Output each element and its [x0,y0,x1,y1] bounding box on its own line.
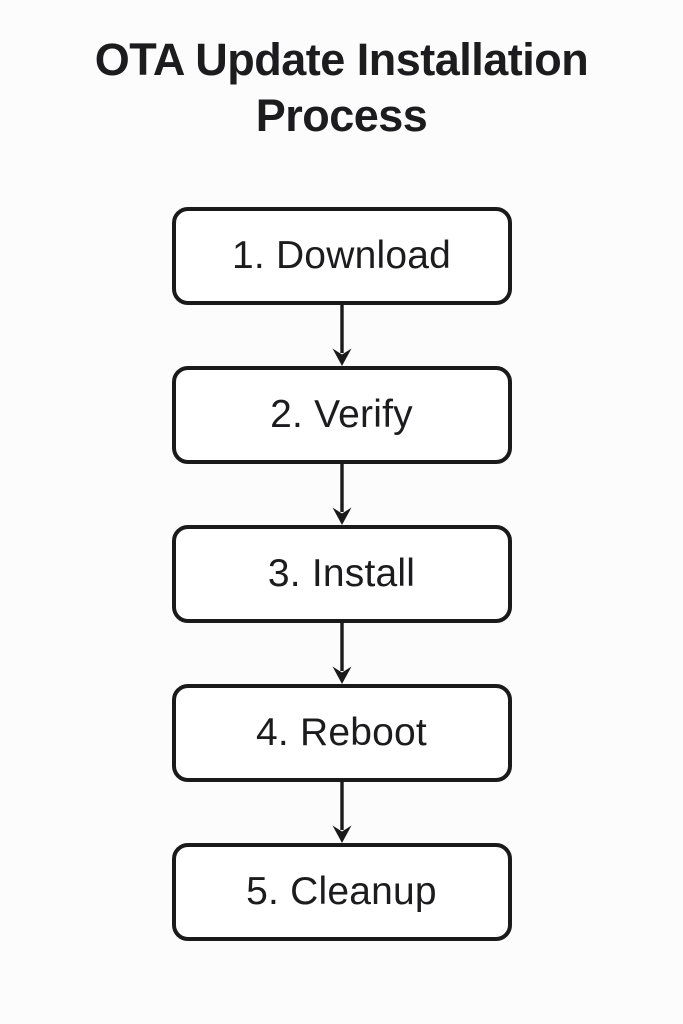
flow-step-label: 4. Reboot [256,710,427,754]
flow-step-label: 5. Cleanup [246,869,437,913]
flow-step-label: 1. Download [231,233,451,277]
flow-step-install: 3. Install [171,524,512,623]
flow-step-verify: 2. Verify [171,365,512,464]
flow-step-label: 2. Verify [270,392,413,436]
flow-step-cleanup: 5. Cleanup [171,842,512,941]
flow-step-reboot: 4. Reboot [171,683,512,782]
flow-step-download: 1. Download [171,206,512,305]
flow-step-label: 3. Install [267,551,416,595]
arrow-down-icon [332,463,351,525]
page-title: OTA Update Installation Process [94,34,589,142]
arrow-down-icon [332,781,351,843]
arrow-down-icon [332,304,351,366]
flowchart: 1. Download 2. Verify 3. Install 4. Rebo… [0,206,683,941]
arrow-down-icon [332,622,351,684]
